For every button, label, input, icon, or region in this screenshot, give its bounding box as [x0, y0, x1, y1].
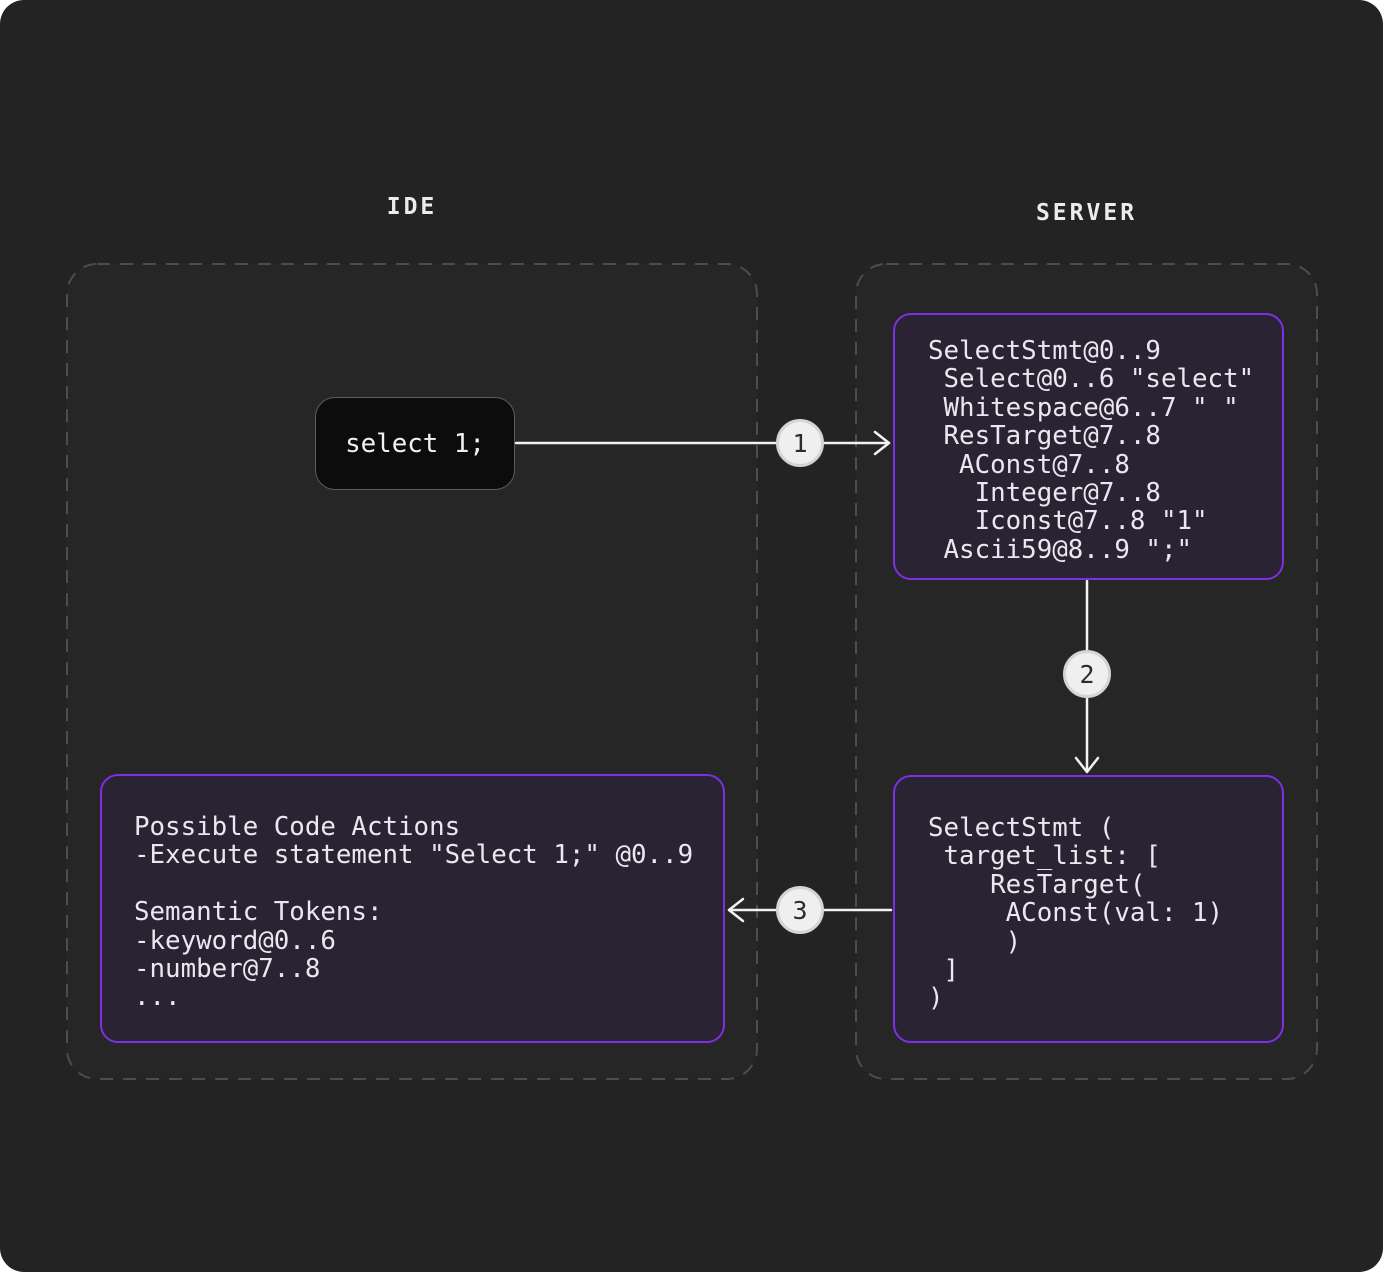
sql-input-text: select 1; — [345, 428, 485, 459]
server-zone-label: SERVER — [1035, 200, 1138, 226]
step-2-number: 2 — [1079, 659, 1095, 689]
sql-input-box: select 1; — [315, 397, 515, 490]
step-1-number: 1 — [792, 428, 808, 458]
arrow-1-right-icon — [514, 430, 891, 456]
ide-zone-label: IDE — [386, 194, 438, 220]
server-cst-box: SelectStmt@0..9 Select@0..6 "select" Whi… — [893, 313, 1284, 580]
ide-results-box: Possible Code Actions -Execute statement… — [100, 774, 725, 1043]
server-ast-box: SelectStmt ( target_list: [ ResTarget( A… — [893, 775, 1284, 1043]
step-1-badge: 1 — [776, 419, 824, 467]
step-2-badge: 2 — [1063, 650, 1111, 698]
step-3-badge: 3 — [776, 886, 824, 934]
step-3-number: 3 — [792, 895, 808, 925]
